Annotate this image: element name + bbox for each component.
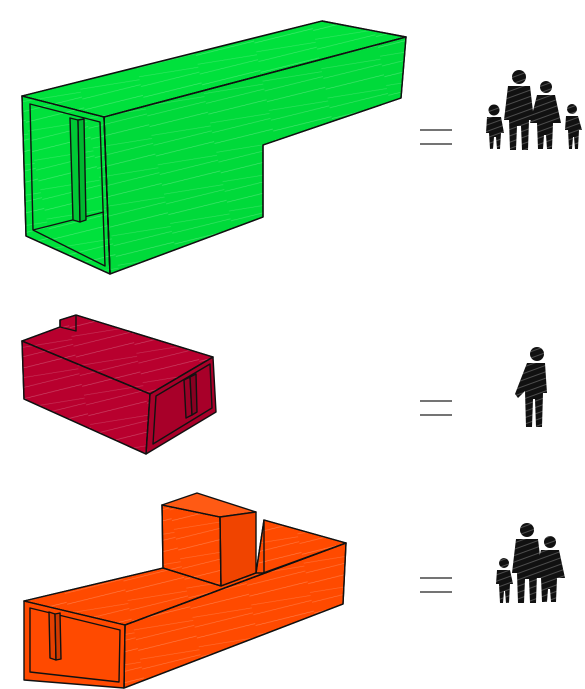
crimson-box <box>21 314 217 455</box>
equals-sign-2 <box>420 400 452 416</box>
green-l-shaped-box <box>21 20 407 275</box>
family-of-four-icon <box>486 70 584 152</box>
equals-sign-1 <box>420 129 452 145</box>
family-of-three-icon <box>494 522 566 606</box>
single-person-icon <box>512 346 552 428</box>
equals-sign-3 <box>420 577 452 593</box>
orange-t-shaped-box <box>23 492 347 689</box>
